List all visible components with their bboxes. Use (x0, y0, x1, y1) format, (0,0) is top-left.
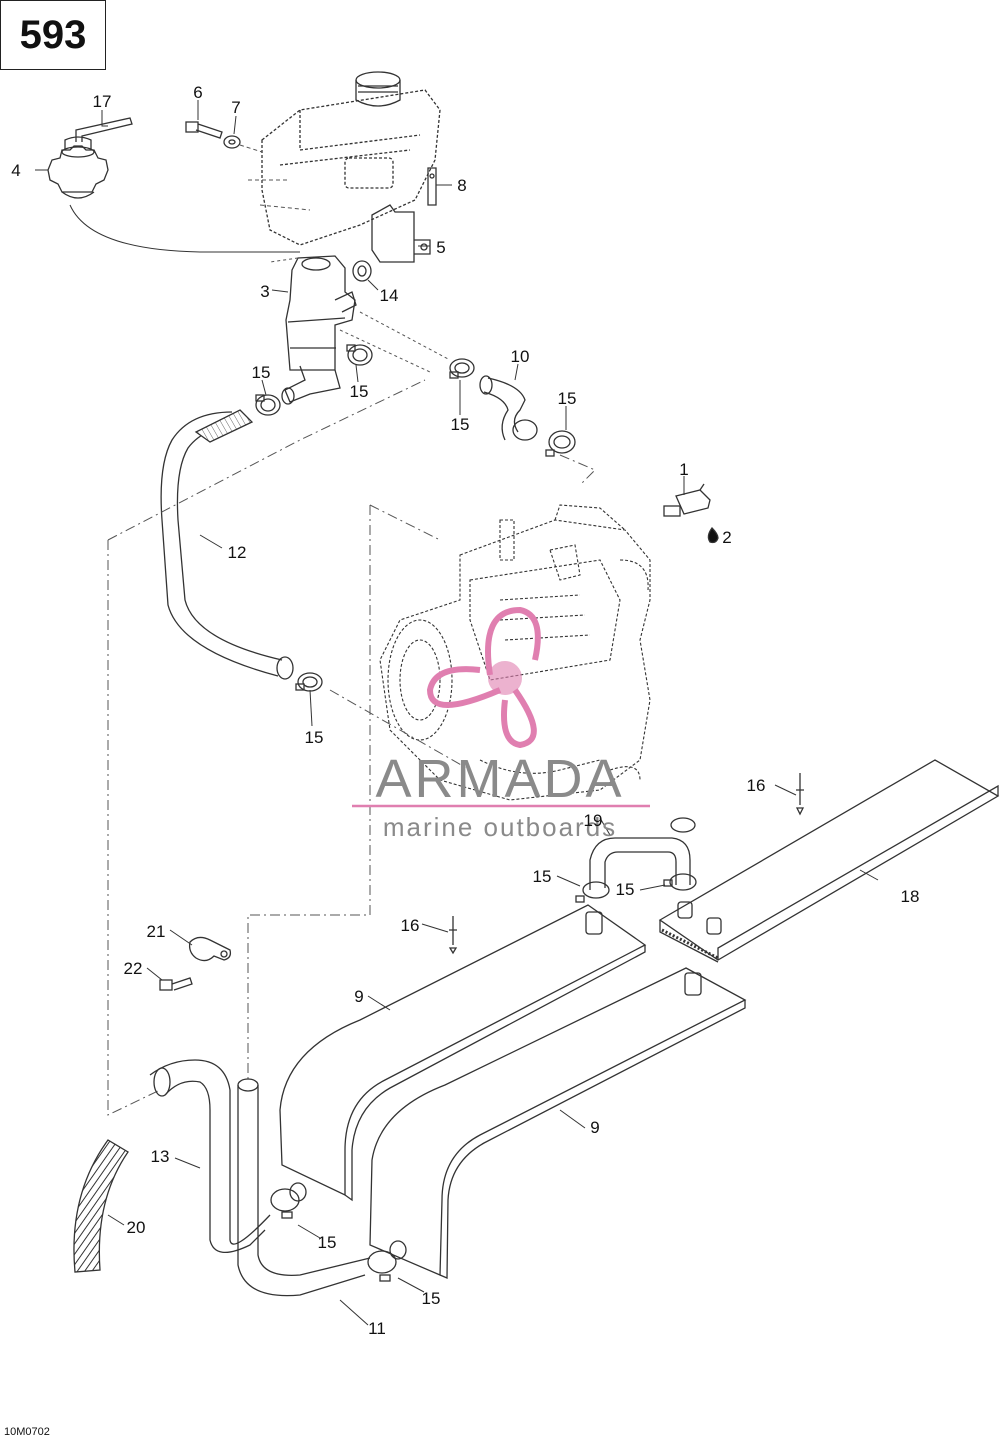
propeller-logo-icon (426, 606, 541, 749)
callout-2: 2 (722, 528, 731, 547)
hose-clamp (346, 344, 373, 366)
hose-clamp (663, 873, 697, 891)
watermark-tagline: marine outboards (383, 812, 617, 842)
callout-10: 10 (511, 347, 530, 366)
ride-plate-heat-exchanger (658, 759, 1000, 963)
callout-15: 15 (451, 415, 470, 434)
callout-19: 19 (584, 811, 603, 830)
hose-clamp (545, 430, 576, 457)
hose-clamp (270, 1182, 307, 1219)
callout-3: 3 (260, 282, 269, 301)
screw (159, 977, 193, 991)
hose-clamp (449, 358, 475, 379)
callout-7: 7 (231, 98, 240, 117)
callout-20: 20 (127, 1218, 146, 1237)
corrugated-end (194, 409, 254, 443)
callout-6: 6 (193, 83, 202, 102)
callout-5: 5 (436, 238, 445, 257)
hose-outlet (237, 1078, 371, 1297)
temperature-sensor (663, 483, 711, 517)
hose-clamp (575, 881, 610, 903)
coolant-tank (285, 255, 357, 371)
tank-neck (355, 71, 401, 107)
reservoir-cap (47, 136, 109, 199)
watermark: ARMADA marine outboards (352, 606, 650, 842)
callout-9-lower: 9 (590, 1118, 599, 1137)
hose-return (149, 1059, 271, 1253)
rivet (448, 916, 458, 955)
callout-16: 16 (401, 916, 420, 935)
callout-15: 15 (533, 867, 552, 886)
clip-bracket (427, 167, 437, 206)
callout-15: 15 (616, 880, 635, 899)
callout-16: 16 (747, 776, 766, 795)
callout-15: 15 (318, 1233, 337, 1252)
heat-exchanger-upper (279, 904, 647, 1202)
engine (379, 504, 651, 801)
callout-11: 11 (368, 1319, 386, 1338)
callout-17: 17 (93, 92, 112, 111)
callout-21: 21 (147, 922, 166, 941)
callout-15: 15 (252, 363, 271, 382)
washer (223, 135, 241, 149)
hose-clamp (255, 394, 281, 416)
page-number-box: 593 (0, 0, 106, 70)
callout-15: 15 (558, 389, 577, 408)
sealant-drop-icon (707, 527, 719, 544)
reservoir-tank (261, 89, 441, 246)
heat-exchanger-lower (369, 967, 747, 1279)
support-bracket (371, 204, 431, 263)
callout-12: 12 (228, 543, 247, 562)
hose-crossover (589, 817, 696, 890)
hose-clamp (295, 672, 323, 692)
callout-15: 15 (422, 1289, 441, 1308)
drawing-code: 10M0702 (4, 1426, 50, 1438)
callout-15: 15 (350, 382, 369, 401)
callout-4: 4 (11, 161, 20, 180)
p-clamp (188, 936, 232, 962)
screw (185, 121, 223, 139)
callout-14: 14 (380, 286, 399, 305)
breather-tube (75, 117, 133, 142)
watermark-brand: ARMADA (375, 749, 624, 809)
callout-8: 8 (457, 176, 466, 195)
callout-22: 22 (124, 959, 143, 978)
tank-outlet-fitting (281, 365, 341, 405)
callout-13: 13 (151, 1147, 170, 1166)
hose-elbow (479, 375, 538, 441)
callout-1: 1 (679, 460, 688, 479)
callout-9-upper: 9 (354, 987, 363, 1006)
hose-clamp (367, 1240, 407, 1282)
page-number: 593 (19, 12, 87, 57)
callout-15: 15 (305, 728, 324, 747)
callout-labels: 1 2 3 4 5 6 7 8 9 9 10 11 12 13 14 15 15… (11, 83, 919, 1338)
callout-18: 18 (901, 887, 920, 906)
rivet (795, 773, 805, 816)
corrugated-sleeve (73, 1139, 129, 1273)
grommet (352, 260, 372, 282)
